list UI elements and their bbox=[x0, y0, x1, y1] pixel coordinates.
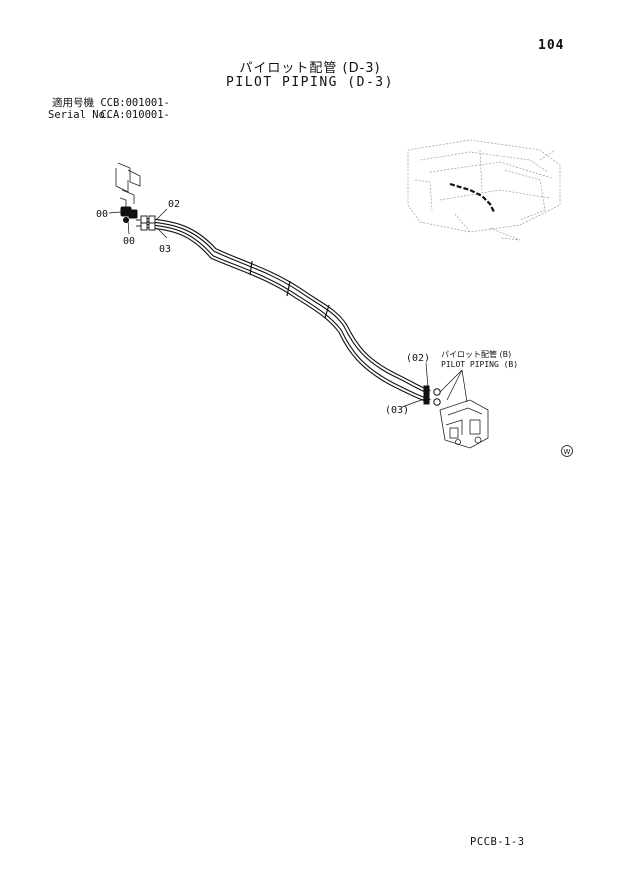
locator-machine-sketch bbox=[407, 139, 561, 241]
hose-02 bbox=[144, 217, 431, 395]
fitting-bracket bbox=[115, 162, 141, 212]
callout-pilot-piping-jp: パイロット配管 (B) bbox=[441, 349, 511, 359]
callout-03: 03 bbox=[159, 244, 171, 255]
callout-00-left: 00 bbox=[96, 209, 108, 220]
callout-02: 02 bbox=[168, 199, 180, 210]
callout-03-ref: (03) bbox=[385, 405, 409, 416]
leader-lines bbox=[108, 208, 468, 408]
serial-number-value: CCA:010001- bbox=[100, 109, 170, 121]
locator-highlight-line bbox=[449, 182, 495, 213]
circled-w-mark: W bbox=[561, 445, 573, 457]
callout-pilot-piping-en: PILOT PIPING (B) bbox=[441, 360, 518, 369]
pilot-valve-block bbox=[439, 399, 489, 449]
applicability-jp-value: CCB:001001- bbox=[100, 97, 170, 109]
elbow-fitting bbox=[120, 206, 138, 223]
applicability-jp-row: 適用号機 CCB:001001- bbox=[48, 97, 170, 109]
applicability-jp-label: 適用号機 bbox=[52, 97, 94, 109]
hose-right-end-fittings bbox=[423, 385, 441, 406]
hose-clamps bbox=[249, 260, 330, 319]
callout-02-ref: (02) bbox=[406, 353, 430, 364]
page-title-jp: パイロット配管 (D-3) bbox=[239, 61, 381, 76]
serial-number-row: Serial No. CCA:010001- bbox=[48, 109, 170, 121]
circled-w-text: W bbox=[564, 448, 571, 456]
hose-left-end-fittings bbox=[136, 215, 156, 231]
hose-03 bbox=[144, 223, 431, 404]
callout-00-bottom: 00 bbox=[123, 236, 135, 247]
page-title-en: PILOT PIPING (D-3) bbox=[226, 75, 394, 90]
footer-code: PCCB-1-3 bbox=[470, 836, 525, 848]
page-number: 104 bbox=[538, 38, 565, 53]
